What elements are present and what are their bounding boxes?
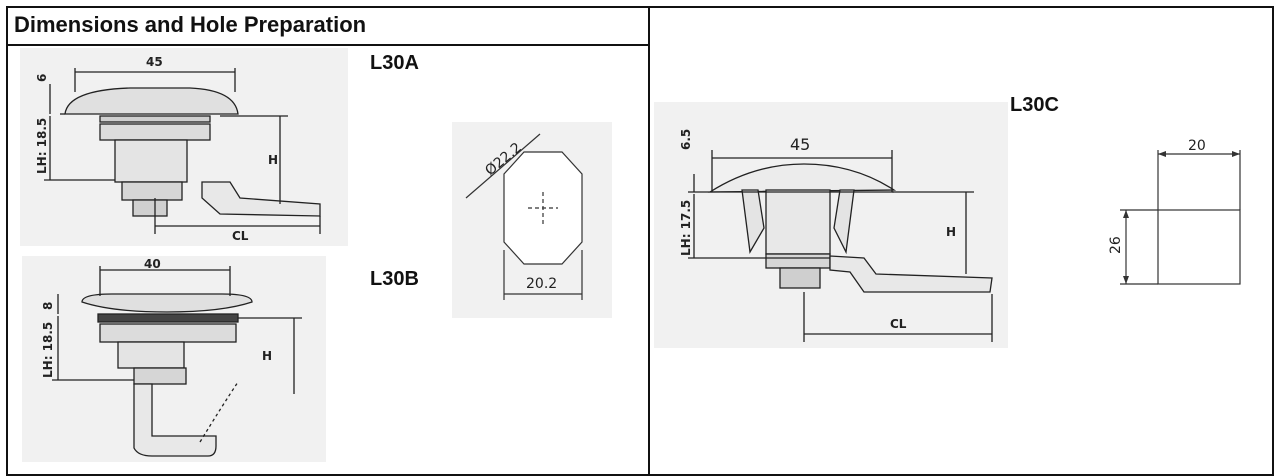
flat-value: 20.2 — [526, 276, 557, 292]
l30a-h-value: H — [268, 153, 278, 167]
l30a-drawing: 45 6 LH: 18.5 H CL — [20, 48, 348, 246]
l30a-nut — [99, 123, 211, 141]
l30c-body — [765, 189, 831, 255]
rect-width-arrow-left — [1158, 151, 1166, 157]
l30b-cam-arm — [133, 383, 217, 457]
l30b-nut — [99, 323, 237, 343]
l30c-cam-arm — [829, 255, 993, 293]
l30a-cl-value: CL — [232, 229, 249, 243]
l30a-cam-head — [64, 87, 239, 115]
l30b-head-value: 8 — [41, 302, 55, 310]
l30a-screw — [132, 199, 168, 217]
rect-hole-diagram: 20 26 — [1108, 138, 1241, 285]
rect-height-arrow-bottom — [1123, 276, 1129, 284]
rect-hole-outline — [1157, 209, 1241, 285]
l30a-diagram: 45 6 LH: 18.5 H CL — [35, 55, 321, 243]
diameter-dim-line — [465, 133, 541, 199]
l30b-diagram: 40 8 LH: 18.5 H — [41, 257, 302, 457]
l30c-diagram: 45 6.5 LH: 17.5 H CL — [679, 129, 993, 342]
l30b-h-value: H — [262, 349, 272, 363]
l30a-body — [114, 139, 188, 183]
round-hole-drawing: Ø22.2 20.2 — [452, 122, 612, 318]
l30c-right-clip — [833, 189, 855, 255]
l30a-washer — [99, 115, 211, 123]
section-title: Dimensions and Hole Preparation — [14, 12, 367, 37]
rect-width-value: 20 — [1188, 138, 1206, 154]
l30a-head-value: 6 — [35, 74, 49, 82]
l30c-head-value: 6.5 — [679, 129, 693, 150]
model-label-l30c: L30C — [1010, 94, 1059, 116]
l30b-width-value: 40 — [144, 257, 161, 271]
l30c-h-value: H — [946, 225, 956, 239]
l30a-cam-arm — [201, 181, 321, 217]
l30a-width-value: 45 — [146, 55, 163, 69]
l30b-body — [117, 341, 185, 369]
column-divider — [648, 6, 650, 476]
rect-height-arrow-top — [1123, 210, 1129, 218]
l30b-cam-swing-path — [199, 381, 239, 443]
l30b-cam-plate — [133, 367, 187, 385]
l30b-cam-head — [81, 293, 253, 313]
l30b-gasket — [97, 313, 239, 323]
title-rule — [6, 44, 649, 46]
model-label-l30a: L30A — [370, 52, 419, 74]
model-label-l30b: L30B — [370, 268, 419, 290]
l30c-lh-value: LH: 17.5 — [679, 200, 693, 256]
l30a-lh-value: LH: 18.5 — [35, 118, 49, 174]
l30c-cam-head — [707, 163, 897, 193]
l30c-left-clip — [741, 189, 765, 254]
l30a-cam-plate — [121, 181, 183, 201]
l30c-drawing: 45 6.5 LH: 17.5 H CL — [654, 102, 1008, 348]
rect-height-value: 26 — [1108, 236, 1124, 254]
l30b-lh-value: LH: 18.5 — [41, 322, 55, 378]
l30c-screw — [779, 267, 821, 289]
round-hole-diagram: Ø22.2 20.2 — [465, 133, 583, 300]
rect-width-arrow-right — [1232, 151, 1240, 157]
l30b-drawing: 40 8 LH: 18.5 H — [22, 256, 326, 462]
l30c-cl-value: CL — [890, 317, 907, 331]
l30c-width-value: 45 — [790, 135, 810, 154]
l30c-base — [765, 253, 831, 269]
